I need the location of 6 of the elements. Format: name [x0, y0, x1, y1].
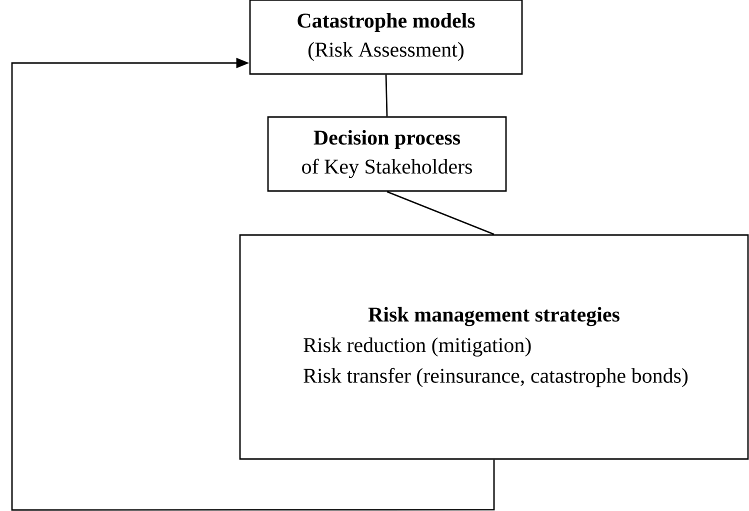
connector-line — [385, 74, 388, 116]
process-box: Risk management strategies Risk reduction (mitigation) Risk transfer (reinsurance, catastrophe bonds) — [239, 234, 749, 460]
feedback-arrow — [11, 58, 495, 511]
process-box: Catastrophe models (Risk Assessment) — [249, 0, 523, 75]
connector-line — [386, 191, 494, 235]
process-box: Decision process of Key Stakeholders — [267, 116, 507, 192]
